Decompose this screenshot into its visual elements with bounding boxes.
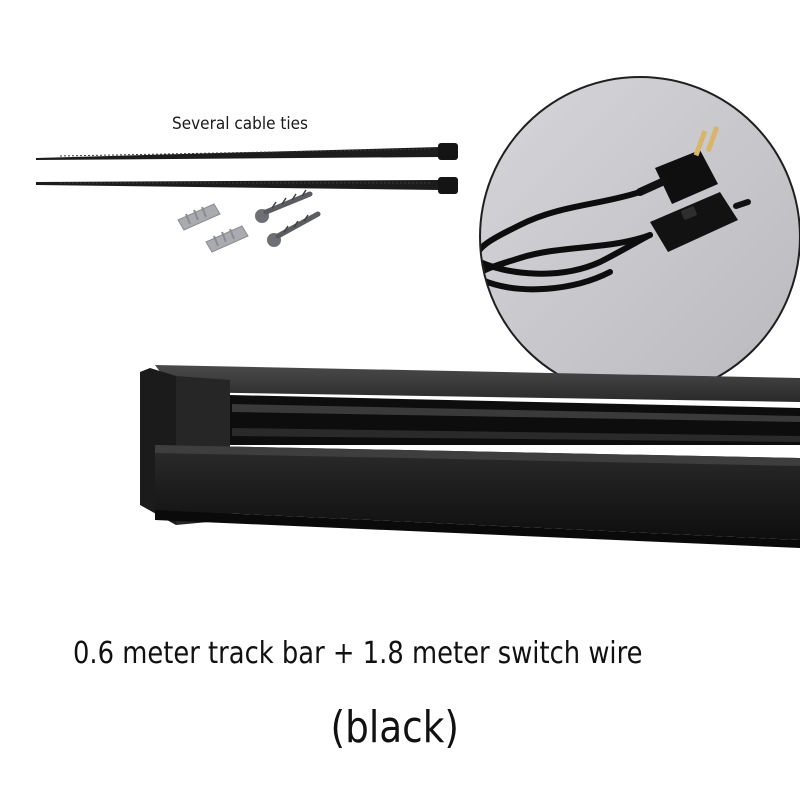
plug-icon [636,126,720,204]
color-label: (black) [330,702,459,753]
track-bar [140,365,800,548]
product-description: 0.6 meter track bar + 1.8 meter switch w… [73,636,643,671]
screw-icon [267,211,321,247]
wall-anchor-icon [205,225,249,253]
inline-switch-icon [650,192,751,252]
screw-icon [255,189,313,223]
wall-anchor-icon [177,203,221,231]
cable-tie-icon [36,177,458,194]
switch-wire-inset [479,76,800,398]
cable-tie-icon [36,143,458,160]
cable-ties-label: Several cable ties [171,114,309,134]
